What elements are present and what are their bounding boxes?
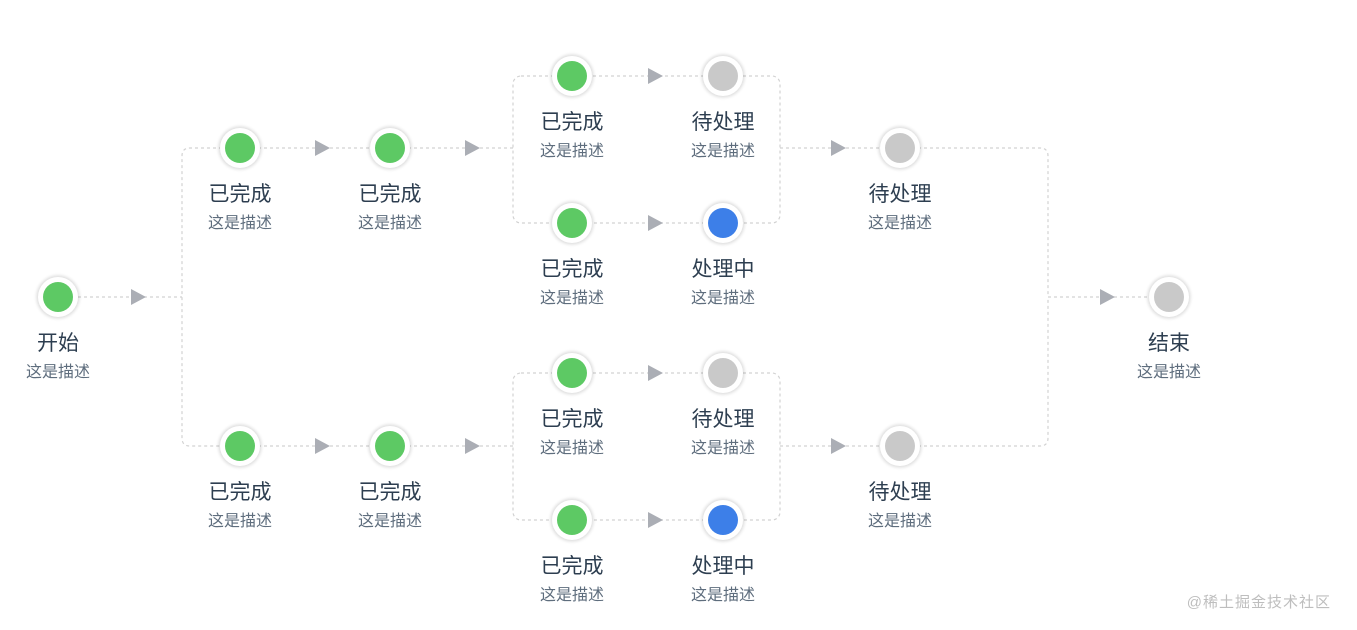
arrowhead-icon bbox=[648, 365, 663, 381]
node-description: 这是描述 bbox=[207, 513, 272, 530]
node-description: 这是描述 bbox=[357, 215, 422, 232]
flow-node-b4a[interactable]: 待处理这是描述 bbox=[648, 353, 798, 461]
node-label: 处理中 bbox=[691, 555, 755, 578]
node-label: 待处理 bbox=[868, 183, 932, 206]
node-status-dot-completed bbox=[375, 431, 405, 461]
flow-node-end[interactable]: 结束这是描述 bbox=[1094, 277, 1244, 385]
node-ring bbox=[552, 56, 592, 96]
arrowhead-icon bbox=[1100, 289, 1115, 305]
node-ring bbox=[220, 128, 260, 168]
arrowhead-icon bbox=[648, 68, 663, 84]
flow-node-t1[interactable]: 已完成这是描述 bbox=[165, 128, 315, 236]
arrowhead-icon bbox=[465, 140, 480, 156]
node-status-dot-pending bbox=[708, 358, 738, 388]
node-description: 这是描述 bbox=[539, 290, 604, 307]
node-ring bbox=[552, 353, 592, 393]
node-status-dot-pending bbox=[885, 431, 915, 461]
arrowhead-icon bbox=[831, 140, 846, 156]
node-label: 已完成 bbox=[540, 555, 604, 578]
node-label: 已完成 bbox=[540, 408, 604, 431]
flow-node-t2[interactable]: 已完成这是描述 bbox=[315, 128, 465, 236]
node-description: 这是描述 bbox=[25, 364, 90, 381]
arrowhead-icon bbox=[315, 438, 330, 454]
node-label: 已完成 bbox=[358, 481, 422, 504]
node-ring bbox=[880, 128, 920, 168]
flow-node-t4a[interactable]: 待处理这是描述 bbox=[648, 56, 798, 164]
flow-node-start[interactable]: 开始这是描述 bbox=[0, 277, 133, 385]
node-description: 这是描述 bbox=[539, 587, 604, 604]
arrowhead-icon bbox=[465, 438, 480, 454]
arrowhead-icon bbox=[648, 215, 663, 231]
node-description: 这是描述 bbox=[690, 143, 755, 160]
node-ring bbox=[703, 56, 743, 96]
flow-node-t3a[interactable]: 已完成这是描述 bbox=[497, 56, 647, 164]
flow-node-t4b[interactable]: 处理中这是描述 bbox=[648, 203, 798, 311]
node-ring bbox=[552, 500, 592, 540]
node-label: 待处理 bbox=[868, 481, 932, 504]
node-ring bbox=[38, 277, 78, 317]
arrowhead-icon bbox=[131, 289, 146, 305]
node-description: 这是描述 bbox=[690, 440, 755, 457]
connector-line bbox=[780, 297, 1049, 447]
node-ring bbox=[703, 353, 743, 393]
node-label: 已完成 bbox=[208, 481, 272, 504]
node-status-dot-pending bbox=[1154, 282, 1184, 312]
node-description: 这是描述 bbox=[357, 513, 422, 530]
node-ring bbox=[880, 426, 920, 466]
node-status-dot-pending bbox=[708, 61, 738, 91]
node-label: 已完成 bbox=[540, 258, 604, 281]
flow-node-b4b[interactable]: 处理中这是描述 bbox=[648, 500, 798, 608]
node-status-dot-pending bbox=[885, 133, 915, 163]
node-description: 这是描述 bbox=[867, 215, 932, 232]
node-description: 这是描述 bbox=[539, 143, 604, 160]
node-status-dot-completed bbox=[375, 133, 405, 163]
flow-node-b3a[interactable]: 已完成这是描述 bbox=[497, 353, 647, 461]
flow-node-b1[interactable]: 已完成这是描述 bbox=[165, 426, 315, 534]
node-status-dot-completed bbox=[225, 431, 255, 461]
node-description: 这是描述 bbox=[690, 290, 755, 307]
node-label: 处理中 bbox=[691, 258, 755, 281]
node-status-dot-completed bbox=[43, 282, 73, 312]
flow-node-b3b[interactable]: 已完成这是描述 bbox=[497, 500, 647, 608]
connector-line bbox=[181, 147, 240, 447]
node-label: 待处理 bbox=[691, 408, 755, 431]
node-status-dot-processing bbox=[708, 505, 738, 535]
node-status-dot-completed bbox=[225, 133, 255, 163]
arrowhead-icon bbox=[648, 512, 663, 528]
flow-node-t5[interactable]: 待处理这是描述 bbox=[825, 128, 975, 236]
node-description: 这是描述 bbox=[867, 513, 932, 530]
node-status-dot-processing bbox=[708, 208, 738, 238]
node-label: 开始 bbox=[37, 332, 79, 355]
node-ring bbox=[703, 203, 743, 243]
node-label: 已完成 bbox=[358, 183, 422, 206]
watermark: @稀土掘金技术社区 bbox=[1186, 594, 1331, 611]
node-status-dot-completed bbox=[557, 505, 587, 535]
node-label: 已完成 bbox=[540, 111, 604, 134]
arrowhead-icon bbox=[831, 438, 846, 454]
node-description: 这是描述 bbox=[207, 215, 272, 232]
node-ring bbox=[1149, 277, 1189, 317]
node-description: 这是描述 bbox=[539, 440, 604, 457]
node-label: 已完成 bbox=[208, 183, 272, 206]
node-status-dot-completed bbox=[557, 208, 587, 238]
node-status-dot-completed bbox=[557, 61, 587, 91]
node-description: 这是描述 bbox=[1136, 364, 1201, 381]
node-ring bbox=[552, 203, 592, 243]
node-status-dot-completed bbox=[557, 358, 587, 388]
flow-node-b5[interactable]: 待处理这是描述 bbox=[825, 426, 975, 534]
node-label: 待处理 bbox=[691, 111, 755, 134]
connector-line bbox=[780, 147, 1049, 297]
node-description: 这是描述 bbox=[690, 587, 755, 604]
flow-node-b2[interactable]: 已完成这是描述 bbox=[315, 426, 465, 534]
node-ring bbox=[370, 128, 410, 168]
flow-node-t3b[interactable]: 已完成这是描述 bbox=[497, 203, 647, 311]
node-ring bbox=[370, 426, 410, 466]
arrowhead-icon bbox=[315, 140, 330, 156]
node-ring bbox=[703, 500, 743, 540]
node-ring bbox=[220, 426, 260, 466]
node-label: 结束 bbox=[1148, 332, 1190, 355]
